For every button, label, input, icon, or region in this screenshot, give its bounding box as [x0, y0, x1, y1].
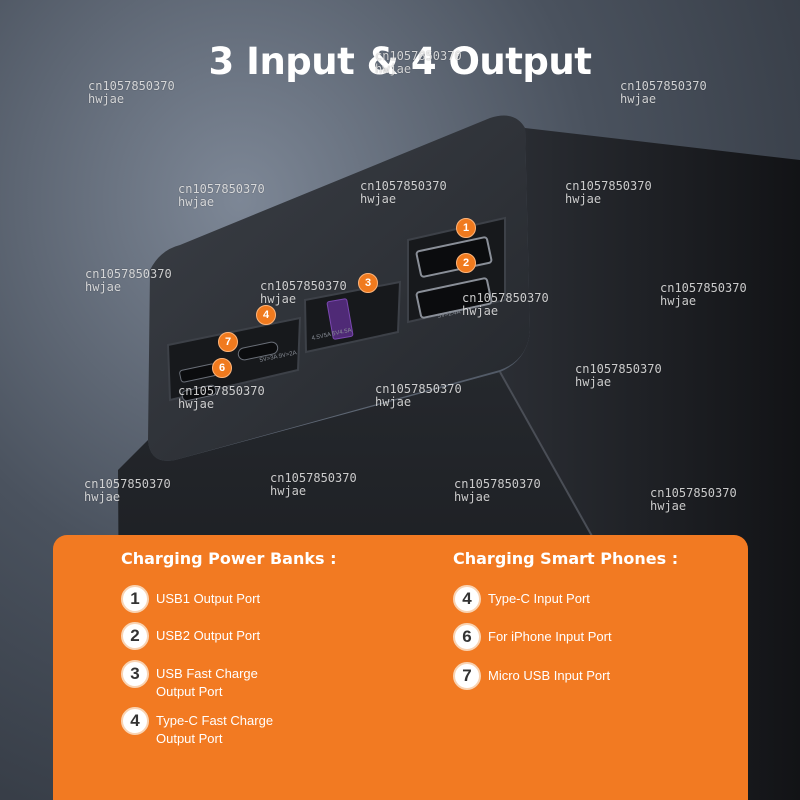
- smart-phones-title: Charging Smart Phones :: [453, 549, 679, 568]
- number-badge: 4: [453, 585, 481, 613]
- port-label: Type-C Fast Charge Output Port: [156, 713, 274, 746]
- number-badge: 3: [121, 660, 149, 688]
- callout-badge: 4: [256, 305, 276, 325]
- fast-charge-usb-port: [326, 298, 354, 340]
- type-c-port: [237, 341, 279, 361]
- port-label: USB Fast Charge Output Port: [156, 666, 258, 699]
- svg-text:5V=2.4A: 5V=2.4A: [437, 309, 461, 320]
- power-banks-title: Charging Power Banks :: [121, 549, 337, 568]
- number-badge: 2: [121, 622, 149, 650]
- lightning-port: [181, 384, 217, 402]
- port-label: USB1 Output Port: [156, 591, 261, 606]
- callout-badge: 2: [456, 253, 476, 273]
- usb1-port: [415, 236, 493, 278]
- info-panel: Charging Power Banks : 1 USB1 Output Port…: [53, 535, 748, 800]
- callout-badge: 6: [212, 358, 232, 378]
- number-badge: 6: [453, 623, 481, 651]
- callout-badge: 3: [358, 273, 378, 293]
- callout-badge: 1: [456, 218, 476, 238]
- number-badge: 4: [121, 707, 149, 735]
- headline: 3 Input & 4 Output: [208, 40, 592, 83]
- callout-badge: 7: [218, 332, 238, 352]
- number-badge: 7: [453, 662, 481, 690]
- port-label: Micro USB Input Port: [488, 668, 611, 683]
- usb2-port: [415, 277, 493, 319]
- port-label: Type-C Input Port: [488, 591, 590, 606]
- port-group-left: [166, 316, 302, 402]
- port-label: For iPhone Input Port: [488, 629, 612, 644]
- number-badge: 1: [121, 585, 149, 613]
- port-label: USB2 Output Port: [156, 628, 261, 643]
